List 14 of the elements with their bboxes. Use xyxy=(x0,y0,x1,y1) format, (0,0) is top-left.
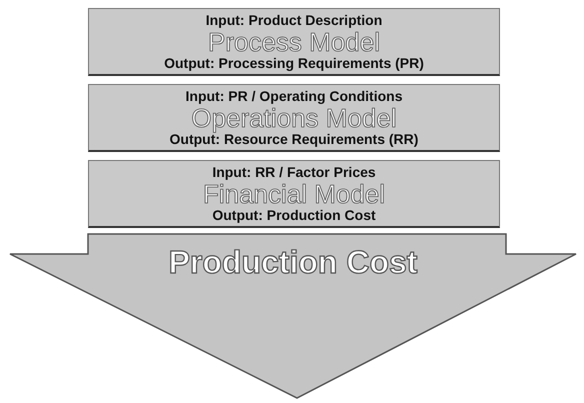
model-title: Process Model xyxy=(208,28,380,54)
output-text: Output: Processing Requirements (PR) xyxy=(164,55,424,71)
model-box xyxy=(88,84,500,152)
model-box xyxy=(88,8,500,76)
output-text: Output: Resource Requirements (RR) xyxy=(170,131,418,147)
input-text: Input: RR / Factor Prices xyxy=(212,164,376,180)
input-text: Input: Product Description xyxy=(206,12,382,28)
output-text: Output: Production Cost xyxy=(212,207,376,223)
arrow-label: Production Cost xyxy=(168,244,418,280)
down-arrow xyxy=(8,232,578,400)
input-text: Input: PR / Operating Conditions xyxy=(186,88,402,104)
model-title: Financial Model xyxy=(202,180,386,206)
model-title: Operations Model xyxy=(191,104,397,130)
model-box xyxy=(88,160,500,228)
